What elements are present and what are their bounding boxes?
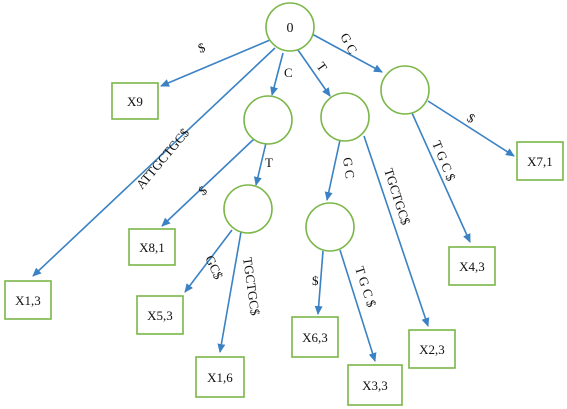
edge-label-c-ct: T xyxy=(265,155,273,170)
svg-text:X6,3: X6,3 xyxy=(302,330,328,345)
svg-text:X3,3: X3,3 xyxy=(362,378,388,393)
edge-root-to-c-node xyxy=(270,52,284,96)
node-c xyxy=(243,95,293,145)
edge-label-root-x1-3: ATTGCTGC$ xyxy=(133,125,193,192)
leaf-x6-3: X6,3 xyxy=(291,316,339,358)
svg-text:X8,1: X8,1 xyxy=(139,240,165,255)
svg-text:X4,3: X4,3 xyxy=(459,259,485,274)
edge-gc-to-x7-1 xyxy=(427,100,515,157)
svg-text:X5,3: X5,3 xyxy=(147,308,173,323)
edge-ct-to-x5-3 xyxy=(184,229,233,293)
edge-label-root-t: T xyxy=(314,59,331,74)
edge-tgc-to-x3-3 xyxy=(339,249,377,362)
node-tgc xyxy=(305,202,355,252)
edge-ct-to-x1-6 xyxy=(217,231,242,353)
node-t xyxy=(320,92,370,142)
edge-t-to-tgc-node xyxy=(324,139,341,201)
node-gc xyxy=(380,65,430,115)
edge-label-ct-x1-6: TGCTGC$ xyxy=(240,256,263,317)
edge-label-tgc-x6-3: $ xyxy=(312,273,319,288)
root-label: 0 xyxy=(287,21,294,36)
leaf-x7-1: X7,1 xyxy=(516,141,564,181)
edge-c-to-x8-1 xyxy=(161,137,256,227)
edge-label-t-tgc: G C xyxy=(340,156,358,179)
edge-c-to-ct-node xyxy=(253,142,267,186)
leaf-x3-3: X3,3 xyxy=(347,364,403,406)
svg-text:X9: X9 xyxy=(127,94,143,109)
edge-tgc-to-x6-3 xyxy=(314,250,324,315)
leaf-x8-1: X8,1 xyxy=(128,228,176,266)
svg-text:X7,1: X7,1 xyxy=(527,154,553,169)
node-ct xyxy=(223,184,273,234)
edge-label-gc-x7-1: $ xyxy=(464,110,478,126)
edge-root-to-t-node xyxy=(297,49,331,97)
edge-root-to-x1-3 xyxy=(32,47,276,277)
leaf-x9: X9 xyxy=(111,82,159,120)
edge-label-c-x8-1: $ xyxy=(195,182,210,198)
edge-label-root-gc: G C xyxy=(337,30,360,56)
edge-root-to-gc-node xyxy=(311,33,383,73)
edge-root-to-x9 xyxy=(160,39,271,87)
leaf-x2-3: X2,3 xyxy=(408,329,456,369)
edge-label-t-x2-3: TGCTGC$ xyxy=(381,166,413,227)
leaf-x4-3: X4,3 xyxy=(448,246,496,286)
svg-text:X1,3: X1,3 xyxy=(15,293,41,308)
leaf-x5-3: X5,3 xyxy=(136,295,184,335)
leaf-x1-6: X1,6 xyxy=(195,356,245,398)
svg-text:X2,3: X2,3 xyxy=(419,342,445,357)
root-node: 0 xyxy=(265,2,315,52)
edge-label-ct-x5-3: GC$ xyxy=(202,253,226,282)
svg-text:X1,6: X1,6 xyxy=(207,370,233,385)
edge-gc-to-x4-3 xyxy=(411,112,471,243)
edge-label-root-c: C xyxy=(284,65,293,80)
leaf-x1-3: X1,3 xyxy=(4,280,52,320)
edge-label-root-x9: $ xyxy=(196,39,208,55)
edge-t-to-x2-3 xyxy=(363,135,430,327)
